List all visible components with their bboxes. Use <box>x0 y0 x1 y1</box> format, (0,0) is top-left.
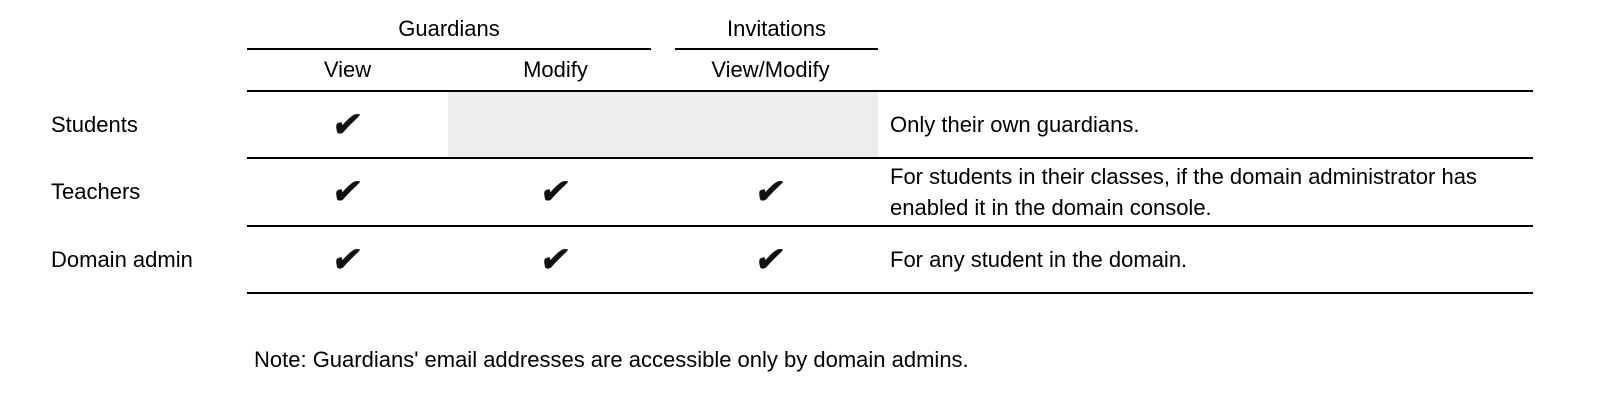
row-label: Teachers <box>51 179 141 204</box>
permissions-table: Guardians Invitations View Modify View/M… <box>0 10 1533 294</box>
group-header-row: Guardians Invitations <box>0 10 1533 50</box>
check-icon: ✔ <box>752 240 789 279</box>
footer-note: Note: Guardians' email addresses are acc… <box>254 347 969 372</box>
row-label: Students <box>51 111 138 137</box>
corner-spacer <box>0 10 247 50</box>
column-header-view: View <box>247 50 448 92</box>
check-cell-modify: ✔ <box>448 158 663 227</box>
group-label-invitations: Invitations <box>726 16 827 41</box>
row-teachers: Teachers ✔ ✔ ✔ For students in their cla… <box>0 158 1533 227</box>
column-header-view-modify: View/Modify <box>663 50 878 92</box>
notes-header-spacer <box>878 50 1533 92</box>
check-icon: ✔ <box>329 240 366 279</box>
check-icon: ✔ <box>537 240 574 279</box>
check-icon: ✔ <box>329 105 366 144</box>
check-icon: ✔ <box>752 173 789 211</box>
row-note: For students in their classes, if the do… <box>878 158 1533 227</box>
disabled-cell-modify <box>448 91 663 159</box>
check-cell-view: ✔ <box>247 158 448 227</box>
group-label-guardians: Guardians <box>398 16 500 41</box>
check-cell-view: ✔ <box>247 226 448 294</box>
check-cell-view-modify: ✔ <box>663 226 878 294</box>
column-header-modify: Modify <box>448 50 663 92</box>
check-cell-view: ✔ <box>247 91 448 159</box>
row-students: Students ✔ Only their own guardians. <box>0 91 1533 159</box>
corner-spacer <box>0 50 247 91</box>
row-note: Only their own guardians. <box>878 91 1533 159</box>
row-domain-admin: Domain admin ✔ ✔ ✔ For any student in th… <box>0 226 1533 294</box>
column-group-guardians: Guardians <box>247 10 663 50</box>
check-icon: ✔ <box>537 173 574 211</box>
notes-header-spacer <box>878 10 1533 50</box>
disabled-cell-view-modify <box>663 91 878 159</box>
check-icon: ✔ <box>329 173 366 211</box>
row-label: Domain admin <box>51 246 193 272</box>
check-cell-view-modify: ✔ <box>663 158 878 227</box>
check-cell-modify: ✔ <box>448 226 663 294</box>
row-note: For any student in the domain. <box>878 226 1533 294</box>
subheader-row: View Modify View/Modify <box>0 50 1533 92</box>
column-group-invitations: Invitations <box>663 10 878 50</box>
